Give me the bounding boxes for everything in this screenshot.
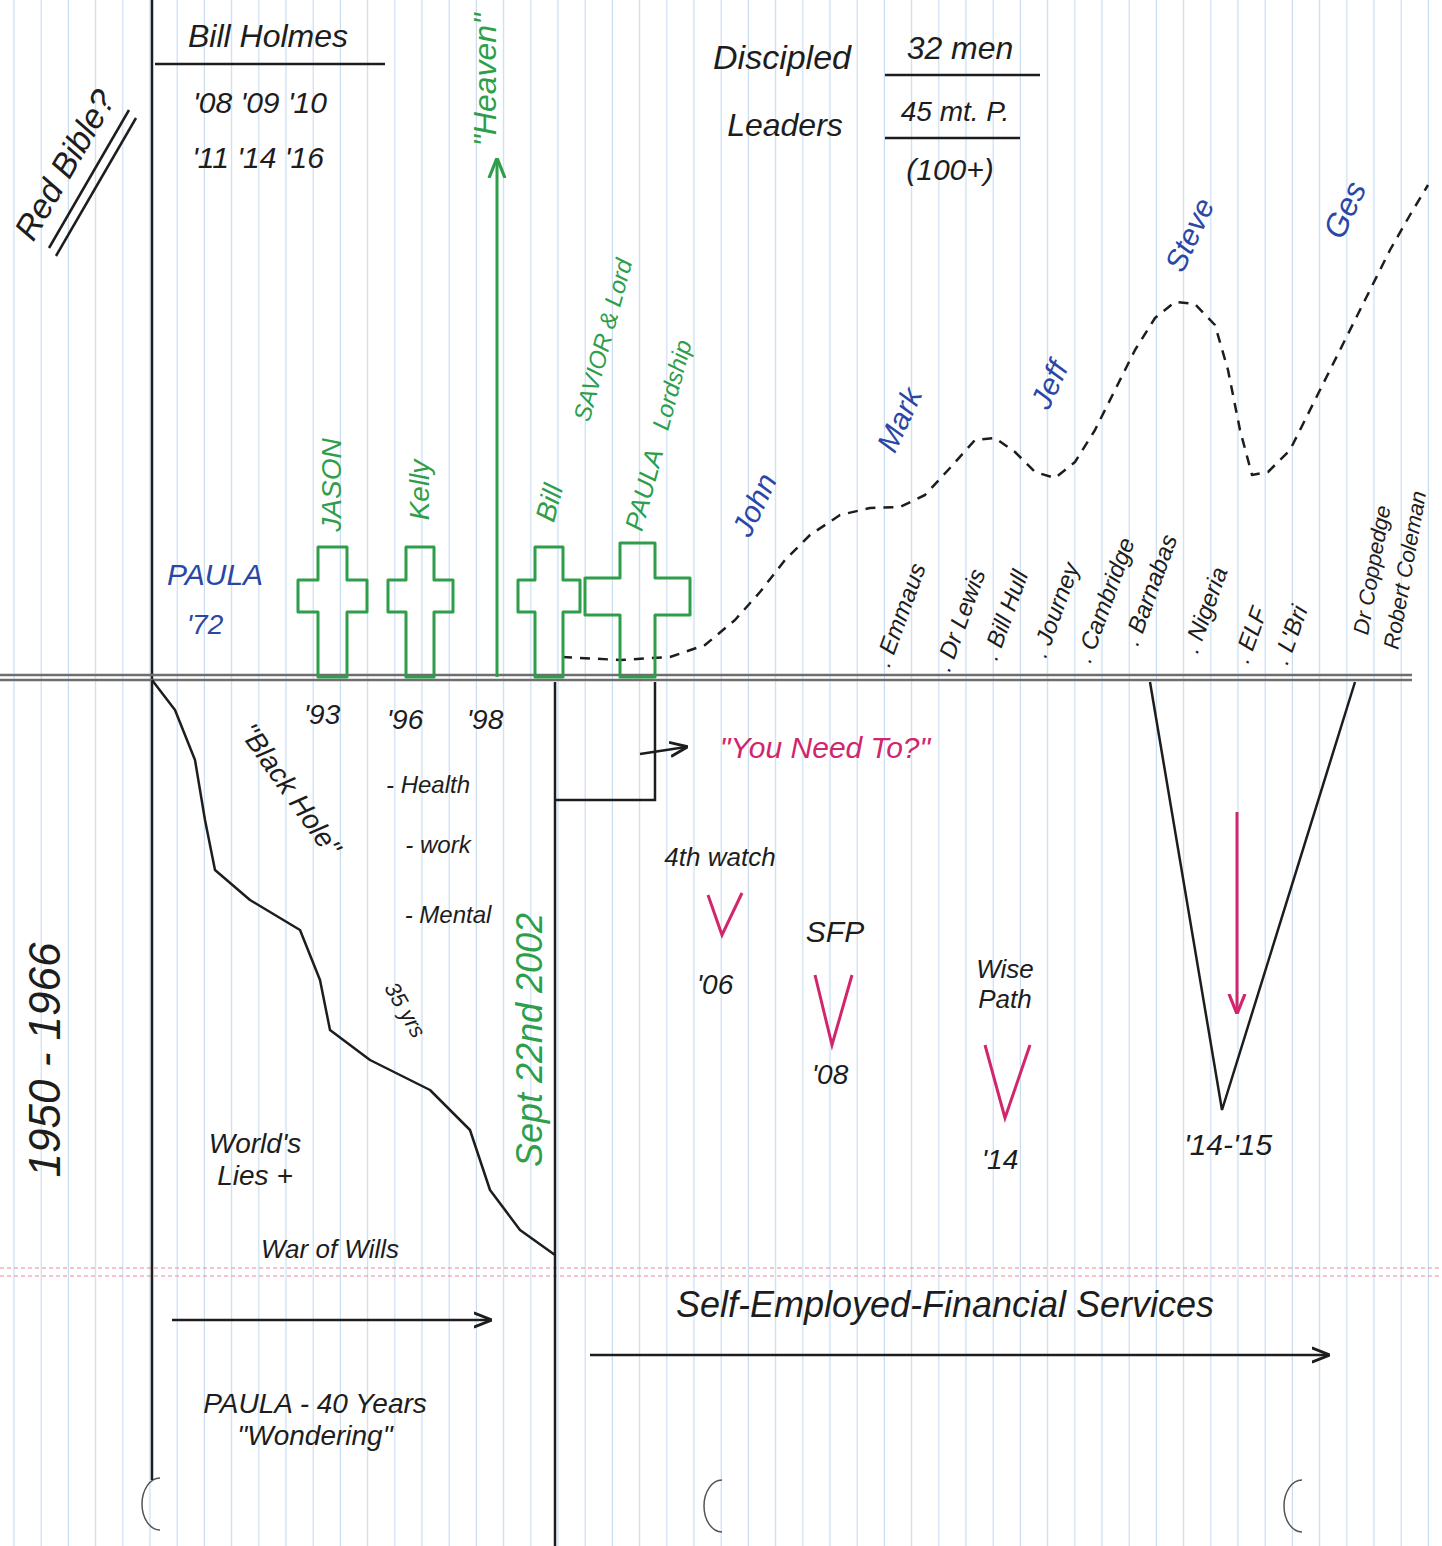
underline (885, 137, 1020, 140)
question-label: "You Need To?" (720, 731, 930, 766)
timeline-axis (0, 679, 1412, 682)
heaven-arrow (496, 160, 499, 677)
cross-node: JASON (295, 420, 370, 677)
count-value: (100+) (906, 153, 994, 188)
cross-shape (585, 543, 690, 677)
cross-name: Bill (530, 481, 571, 525)
note-label: World's Lies + (190, 1128, 320, 1192)
axis-line (151, 0, 154, 1480)
count-value: 45 mt. P. (901, 96, 1009, 128)
year-label: '14-'15 (1184, 1128, 1272, 1163)
cross-shape (518, 547, 580, 677)
struggle-item: - Mental (405, 901, 492, 929)
cross-name: Lordship (647, 337, 697, 433)
cross-name: Kelly (404, 460, 436, 521)
year-label: '08 (812, 1059, 849, 1091)
event-label: Wise Path (965, 955, 1045, 1015)
turning-point-line (554, 682, 557, 1546)
year-range: 1950 - 1966 (20, 943, 71, 1178)
count-label: Leaders (727, 107, 843, 144)
underline (885, 74, 1040, 77)
punch-hole (1284, 1480, 1302, 1532)
cross-name: JASON (316, 438, 348, 531)
underline (155, 63, 385, 66)
cross-name: PAULA (620, 446, 670, 534)
year-label: '72 (187, 609, 224, 641)
period-arrow (172, 1319, 490, 1322)
timeline-axis (0, 674, 1412, 677)
event-label: SFP (806, 915, 864, 950)
career-arrow (590, 1354, 1328, 1357)
year-list: '11 '14 '16 (192, 141, 324, 176)
margin-line (0, 1268, 1442, 1269)
margin-line (0, 1276, 1442, 1277)
year-list: '08 '09 '10 (193, 86, 327, 121)
cross-node: Kelly (385, 420, 460, 677)
name-heading: Bill Holmes (188, 18, 348, 55)
decline-curve (152, 680, 555, 1255)
cross-shape (298, 547, 367, 677)
event-label: 4th watch (664, 843, 775, 873)
year-label: '98 (467, 704, 504, 736)
year-label: '14 (982, 1144, 1019, 1176)
pointer-arrow (640, 747, 686, 754)
bracket (555, 682, 655, 800)
count-label: Discipled (713, 38, 851, 77)
punch-hole (142, 1478, 160, 1530)
down-arrow (1236, 812, 1239, 1012)
count-value: 32 men (907, 30, 1014, 67)
struggle-item: - Health (386, 771, 470, 799)
year-label: '96 (387, 704, 424, 736)
cross-node: Bill SAVIOR & Lord (515, 220, 645, 677)
growth-wave (562, 185, 1428, 660)
heaven-label: "Heaven" (467, 13, 504, 146)
career-label: Self-Employed-Financial Services (676, 1284, 1214, 1325)
note-label: War of Wills (261, 1235, 399, 1265)
cross-node: PAULA Lordship (585, 300, 705, 677)
cross-name: SAVIOR & Lord (568, 256, 638, 424)
struggle-item: - work (405, 831, 470, 859)
date-label: Sept 22nd 2002 (509, 913, 550, 1167)
cross-shape (388, 547, 453, 677)
year-label: '93 (304, 699, 341, 731)
cross-outline (385, 420, 460, 677)
name-label: PAULA (167, 558, 263, 593)
note-label: PAULA - 40 Years "Wondering" (190, 1388, 440, 1452)
year-label: '06 (697, 969, 734, 1001)
check-mark (985, 1045, 1030, 1118)
valley-wedge (1150, 682, 1355, 1110)
punch-hole (704, 1480, 722, 1532)
check-mark (815, 975, 852, 1045)
check-mark (708, 893, 742, 935)
